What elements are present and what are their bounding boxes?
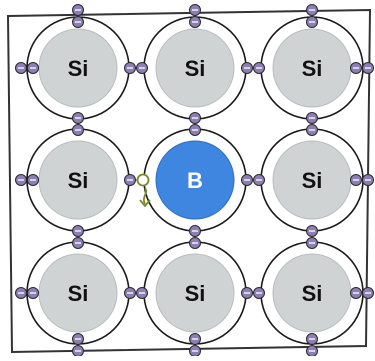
electron-dot-icon xyxy=(351,288,362,299)
atom-label: Si xyxy=(185,56,206,81)
electron-dot-icon xyxy=(73,5,84,16)
electron-dot-icon xyxy=(137,63,148,74)
atom-label: Si xyxy=(68,56,89,81)
electron-dot-icon xyxy=(307,5,318,16)
electron-dot-icon xyxy=(190,226,201,237)
atom-label: B xyxy=(187,168,203,193)
electron-dot-icon xyxy=(307,125,318,136)
electron-dot-icon xyxy=(190,113,201,124)
atom-label: Si xyxy=(68,281,89,306)
electron-dot-icon xyxy=(307,17,318,28)
electron-dot-icon xyxy=(125,288,136,299)
electron-dot-icon xyxy=(242,288,253,299)
electron-dot-icon xyxy=(73,346,84,357)
electron-dot-icon xyxy=(137,288,148,299)
electron-dot-icon xyxy=(190,346,201,357)
electron-dot-icon xyxy=(16,288,27,299)
electron-dot-icon xyxy=(73,113,84,124)
electron-dot-icon xyxy=(125,63,136,74)
atom-silicon: Si xyxy=(27,17,129,119)
electron-dot-icon xyxy=(351,175,362,186)
atom-label: Si xyxy=(185,281,206,306)
electron-dot-icon xyxy=(190,125,201,136)
atom-silicon: Si xyxy=(261,242,363,344)
electron-dot-icon xyxy=(73,226,84,237)
electron-dot-icon xyxy=(307,226,318,237)
electron-dot-icon xyxy=(16,63,27,74)
atom-silicon: Si xyxy=(27,129,129,231)
electron-dot-icon xyxy=(307,238,318,249)
atom-label: Si xyxy=(302,168,323,193)
electron-dot-icon xyxy=(254,63,265,74)
atom-silicon: Si xyxy=(144,242,246,344)
electron-dot-icon xyxy=(73,334,84,345)
electron-dot-icon xyxy=(363,288,374,299)
electron-dot-icon xyxy=(73,17,84,28)
electron-dot-icon xyxy=(307,113,318,124)
electron-dot-icon xyxy=(190,334,201,345)
atom-silicon: Si xyxy=(27,242,129,344)
electron-dot-icon xyxy=(254,288,265,299)
electron-dot-icon xyxy=(125,175,136,186)
electron-dot-icon xyxy=(351,63,362,74)
atom-label: Si xyxy=(302,281,323,306)
electron-dot-icon xyxy=(307,346,318,357)
electron-dot-icon xyxy=(28,63,39,74)
atom-silicon: Si xyxy=(261,129,363,231)
electron-dot-icon xyxy=(242,63,253,74)
electron-dot-icon xyxy=(28,288,39,299)
electron-dot-icon xyxy=(16,175,27,186)
electron-dot-icon xyxy=(363,175,374,186)
electron-dot-icon xyxy=(242,175,253,186)
electron-dot-icon xyxy=(254,175,265,186)
electron-dot-icon xyxy=(190,17,201,28)
atom-label: Si xyxy=(302,56,323,81)
atom-silicon: Si xyxy=(261,17,363,119)
hole-circle xyxy=(138,175,149,186)
electron-dot-icon xyxy=(190,5,201,16)
atom-boron: B xyxy=(144,129,246,231)
hole-circle-icon xyxy=(138,175,149,186)
atom-silicon: Si xyxy=(144,17,246,119)
electron-dot-icon xyxy=(73,238,84,249)
electron-dot-icon xyxy=(363,63,374,74)
electron-dot-icon xyxy=(73,125,84,136)
electron-dot-icon xyxy=(28,175,39,186)
atom-label: Si xyxy=(68,168,89,193)
electron-dot-icon xyxy=(190,238,201,249)
electron-dot-icon xyxy=(307,334,318,345)
